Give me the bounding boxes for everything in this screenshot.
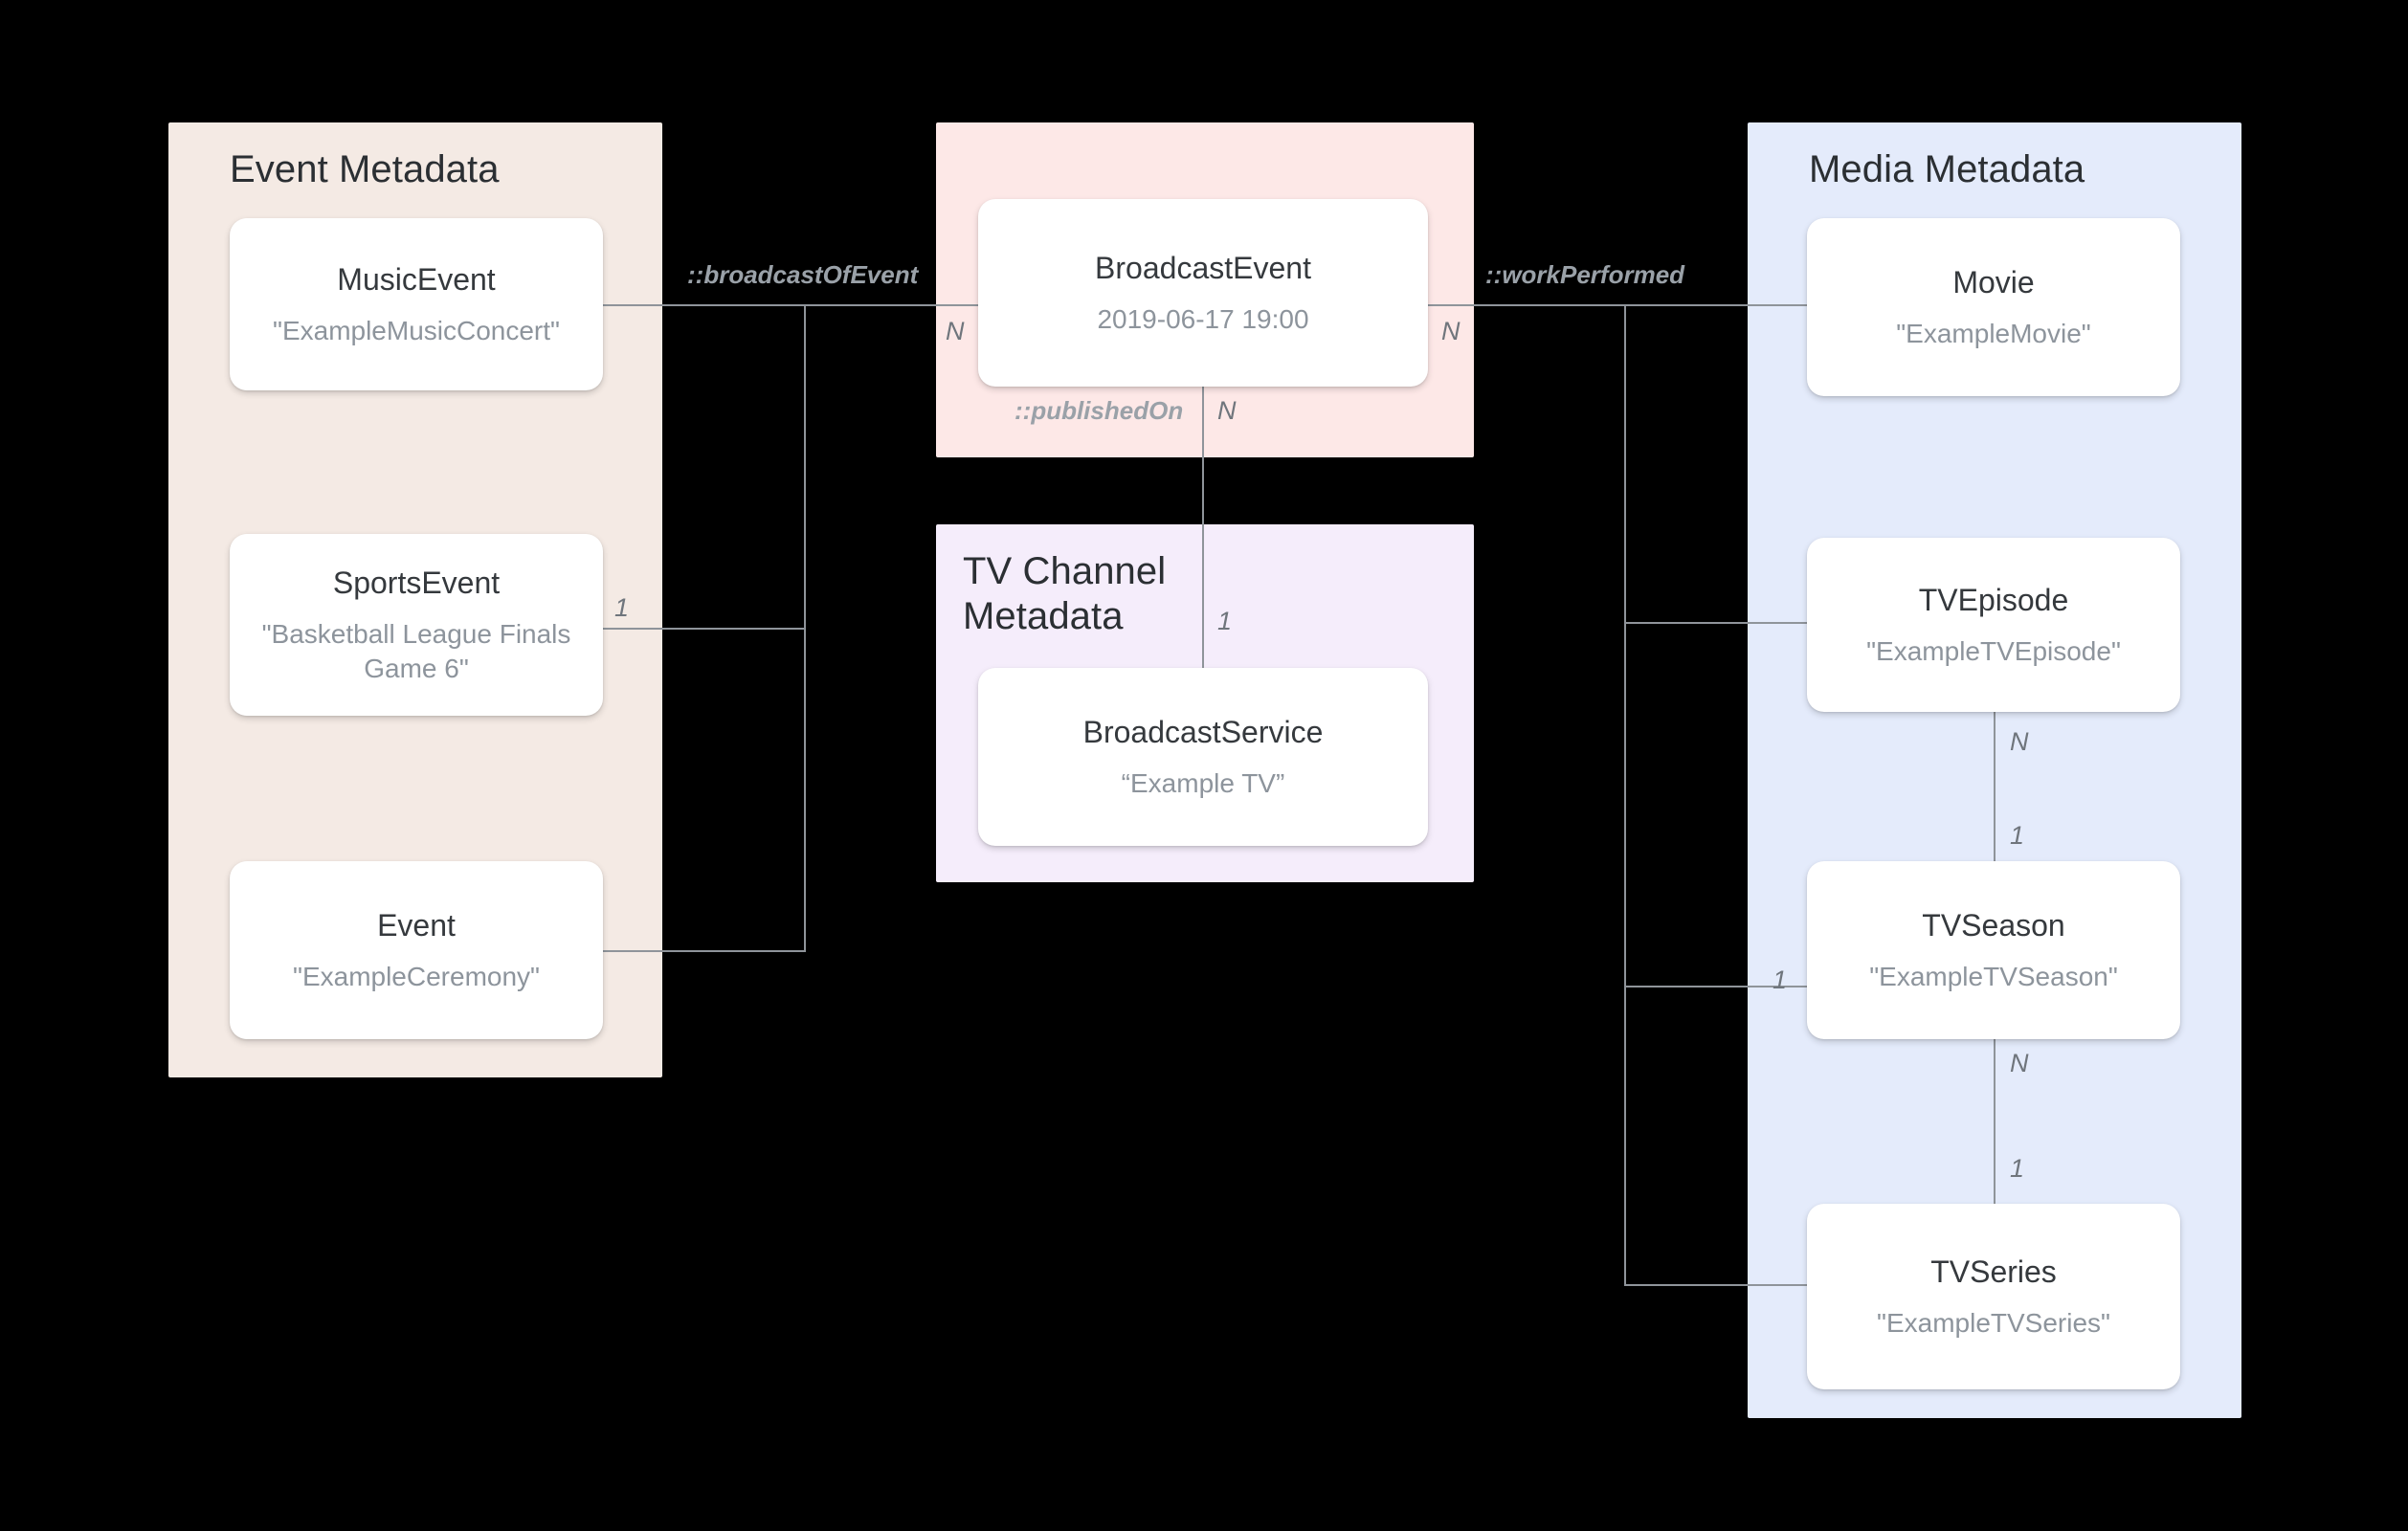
group-tv-channel-metadata-title: TV Channel Metadata: [963, 550, 1167, 638]
node-movie[interactable]: Movie "ExampleMovie": [1807, 218, 2180, 396]
node-musicevent-value: "ExampleMusicConcert": [273, 315, 560, 345]
node-tvseries-title: TVSeries: [1930, 1254, 2057, 1289]
cardinality-broadcastevent-right: N: [1441, 317, 1460, 345]
node-broadcastevent-value: 2019-06-17 19:00: [1097, 303, 1309, 334]
node-event-title: Event: [377, 907, 456, 943]
connector-media-trunk: [1624, 304, 1626, 1284]
edge-label-workperformed: ::workPerformed: [1485, 260, 1685, 289]
node-tvseries-value: "ExampleTVSeries": [1877, 1307, 2110, 1338]
group-event-metadata-title: Event Metadata: [230, 148, 500, 190]
connector-trunk-to-tvepisode: [1624, 622, 1807, 624]
node-tvseries[interactable]: TVSeries "ExampleTVSeries": [1807, 1204, 2180, 1389]
cardinality-tvseries-up: 1: [2010, 1154, 2025, 1183]
group-media-metadata-title: Media Metadata: [1809, 148, 2085, 190]
node-event-value: "ExampleCeremony": [293, 961, 540, 991]
connector-sportsevent-out: [603, 628, 806, 630]
node-tvepisode-title: TVEpisode: [1918, 582, 2069, 617]
connector-publishedon: [1202, 387, 1204, 668]
node-broadcastevent-title: BroadcastEvent: [1095, 250, 1311, 285]
edge-label-broadcastofevent: ::broadcastOfEvent: [687, 260, 919, 289]
connector-trunk-to-tvseason: [1624, 986, 1807, 987]
node-movie-title: Movie: [1952, 264, 2035, 300]
cardinality-broadcastservice-up: 1: [1217, 607, 1233, 635]
cardinality-sportsevent-out: 1: [614, 593, 630, 622]
node-movie-value: "ExampleMovie": [1896, 318, 2091, 348]
connector-event-trunk: [804, 304, 806, 952]
cardinality-tvseason-up: 1: [2010, 821, 2025, 850]
edge-label-publishedon: ::publishedOn: [1014, 396, 1184, 425]
node-broadcastservice-value: “Example TV”: [1121, 767, 1285, 798]
connector-broadcastevent-right: [1428, 304, 1807, 306]
connector-trunk-to-tvseries: [1624, 1284, 1807, 1286]
connector-tvseason-tvseries: [1994, 1039, 1996, 1204]
cardinality-broadcastevent-left: N: [946, 317, 965, 345]
connector-tvepisode-tvseason: [1994, 712, 1996, 861]
node-tvepisode-value: "ExampleTVEpisode": [1866, 635, 2121, 666]
connector-trunk-to-broadcastevent: [804, 304, 978, 306]
node-broadcastservice[interactable]: BroadcastService “Example TV”: [978, 668, 1428, 846]
node-event[interactable]: Event "ExampleCeremony": [230, 861, 603, 1039]
node-musicevent-title: MusicEvent: [337, 261, 496, 297]
cardinality-tvepisode-down: N: [2010, 727, 2029, 756]
node-tvseason-title: TVSeason: [1922, 907, 2065, 943]
node-sportsevent-value: "Basketball League Finals Game 6": [261, 618, 571, 683]
cardinality-tvseason-left: 1: [1773, 965, 1788, 994]
connector-event-out: [603, 950, 806, 952]
node-musicevent[interactable]: MusicEvent "ExampleMusicConcert": [230, 218, 603, 390]
node-broadcastservice-title: BroadcastService: [1082, 714, 1324, 749]
connector-musicevent-out: [603, 304, 806, 306]
cardinality-broadcastevent-down: N: [1217, 396, 1237, 425]
node-tvepisode[interactable]: TVEpisode "ExampleTVEpisode": [1807, 538, 2180, 712]
cardinality-tvseason-down: N: [2010, 1049, 2029, 1077]
node-sportsevent-title: SportsEvent: [332, 565, 501, 600]
node-tvseason[interactable]: TVSeason "ExampleTVSeason": [1807, 861, 2180, 1039]
node-broadcastevent[interactable]: BroadcastEvent 2019-06-17 19:00: [978, 199, 1428, 387]
node-tvseason-value: "ExampleTVSeason": [1869, 961, 2118, 991]
node-sportsevent[interactable]: SportsEvent "Basketball League Finals Ga…: [230, 534, 603, 716]
